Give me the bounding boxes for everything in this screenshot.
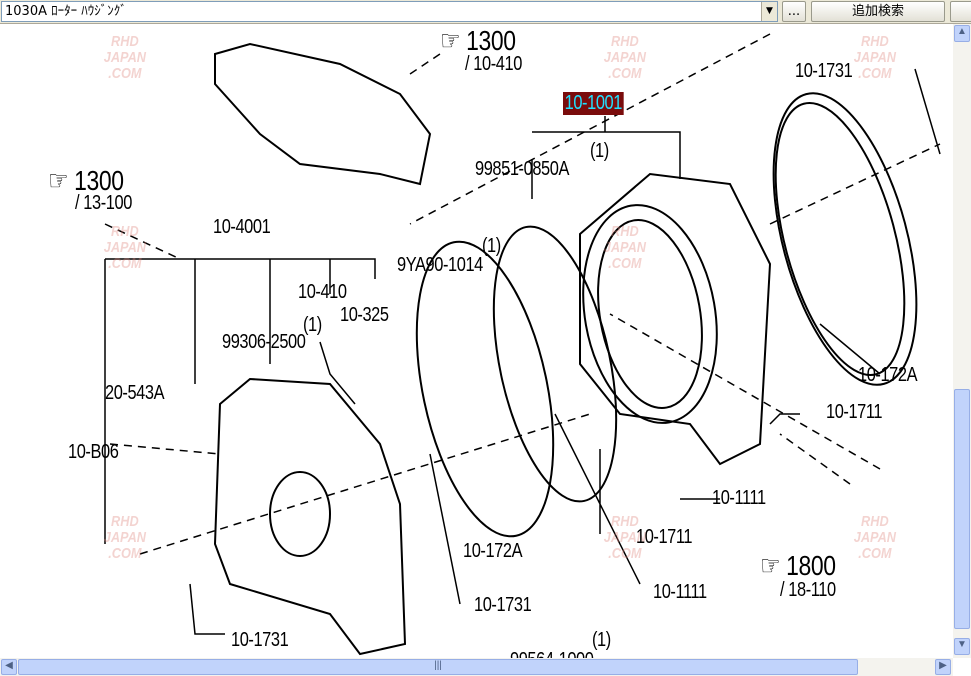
part-select-value: 1030A ﾛｰﾀｰ ﾊｳｼﾞﾝｸﾞ — [5, 4, 127, 19]
quantity: (1) — [592, 629, 611, 651]
part-label[interactable]: 10-172A — [858, 364, 918, 386]
scroll-right-button[interactable]: ▶ — [935, 659, 951, 675]
browse-button[interactable]: ... — [782, 1, 806, 22]
reference-1300-intake[interactable]: ☞ 1300 — [440, 25, 516, 56]
part-label[interactable]: 10-172A — [463, 540, 523, 562]
quantity: (1) — [482, 235, 501, 257]
horizontal-scroll-thumb[interactable]: ||| — [18, 659, 858, 675]
part-label[interactable]: 10-1711 — [636, 526, 693, 548]
part-label[interactable]: 10-1731 — [231, 629, 289, 651]
rotor-housing — [579, 172, 772, 466]
vertical-scrollbar[interactable]: ▲ ▼ — [953, 24, 971, 658]
part-label[interactable]: 10-1711 — [826, 401, 883, 423]
reference-sub[interactable]: / 10-410 — [465, 53, 522, 75]
reference-sub[interactable]: / 18-110 — [780, 579, 836, 601]
part-label[interactable]: 10-325 — [340, 304, 389, 326]
part-label[interactable]: 99851-0850A — [475, 158, 569, 180]
part-label[interactable]: 10-1111 — [653, 581, 707, 603]
part-label[interactable]: 10-B06 — [68, 441, 119, 463]
intake-manifold — [214, 42, 432, 186]
extra-button[interactable] — [950, 1, 971, 22]
part-label[interactable]: 10-4001 — [213, 216, 271, 238]
part-label[interactable]: 99306-2500 — [222, 331, 306, 353]
quantity: (1) — [303, 314, 322, 336]
toolbar: 1030A ﾛｰﾀｰ ﾊｳｼﾞﾝｸﾞ ▼ ... 追加検索 — [0, 0, 971, 24]
part-label[interactable]: 10-1731 — [474, 594, 532, 616]
scroll-left-button[interactable]: ◀ — [1, 659, 17, 675]
part-select[interactable]: 1030A ﾛｰﾀｰ ﾊｳｼﾞﾝｸﾞ ▼ — [1, 1, 778, 22]
reference-1300-block[interactable]: ☞ 1300 — [48, 165, 124, 196]
part-label[interactable]: 9YA90-1014 — [397, 254, 483, 276]
leader-lines — [104, 68, 941, 635]
horizontal-scrollbar[interactable]: ◀ ||| ▶ — [0, 658, 953, 676]
reference-1800[interactable]: ☞ 1800 — [760, 550, 836, 581]
diagram-drawing — [104, 33, 941, 656]
chevron-down-icon[interactable]: ▼ — [761, 2, 777, 21]
part-label[interactable]: 99564-1000 — [510, 649, 594, 658]
scroll-up-button[interactable]: ▲ — [954, 25, 970, 42]
vertical-scroll-thumb[interactable] — [954, 389, 970, 629]
part-label[interactable]: 10-1111 — [712, 487, 766, 509]
quantity: (1) — [590, 140, 609, 162]
scroll-down-button[interactable]: ▼ — [954, 638, 970, 655]
side-housing — [213, 377, 407, 656]
part-label[interactable]: 10-1731 — [795, 60, 853, 82]
part-label-main[interactable]: 10-1001 — [563, 92, 624, 115]
o-rings — [415, 92, 918, 538]
part-label[interactable]: 10-410 — [298, 281, 347, 303]
dashed-lines — [104, 33, 941, 555]
part-label[interactable]: 20-543A — [105, 382, 165, 404]
additional-search-button[interactable]: 追加検索 — [811, 1, 945, 22]
reference-sub[interactable]: / 13-100 — [75, 192, 132, 214]
